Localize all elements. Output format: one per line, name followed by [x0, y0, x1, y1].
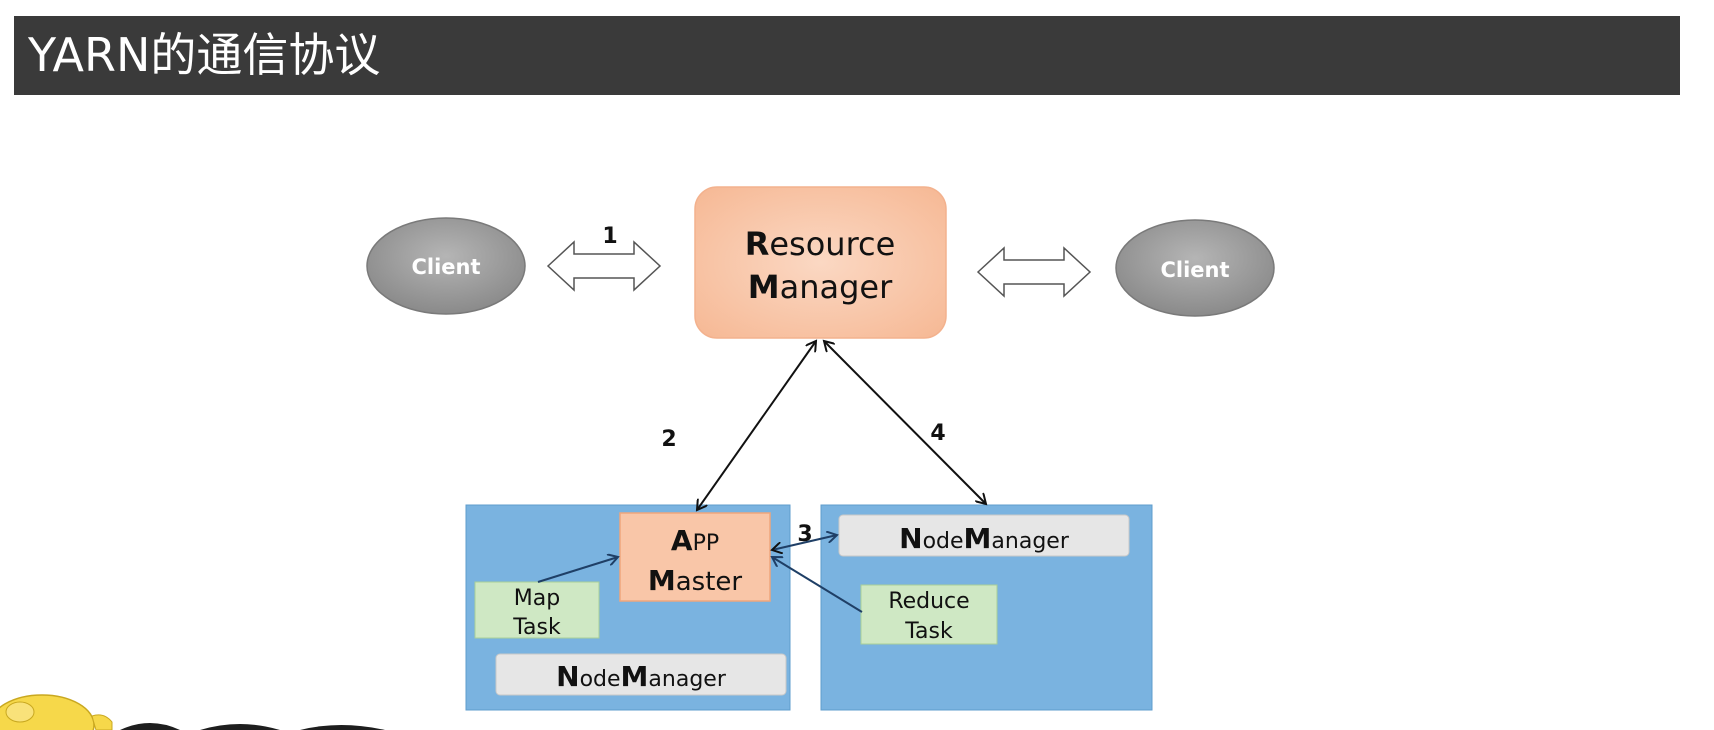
client-left: Client — [366, 217, 526, 315]
resource-manager-line1: Resource — [745, 225, 896, 263]
client-right-label: Client — [1160, 258, 1229, 282]
app-master-line1: APP — [671, 524, 719, 557]
client-left-label: Client — [411, 255, 480, 279]
hadoop-elephant-logo — [0, 694, 385, 730]
node-manager-right: NodeManager — [838, 514, 1130, 557]
protocol-arrow-2 — [697, 341, 816, 510]
double-arrow-right — [976, 246, 1092, 298]
protocol-arrow-3 — [772, 535, 837, 550]
node-manager-left: NodeManager — [495, 653, 787, 696]
reduce-task-line1: Reduce — [888, 589, 969, 614]
app-master-box: APP Master — [619, 512, 771, 602]
double-arrow-left — [546, 240, 662, 292]
map-task-line1: Map — [514, 586, 560, 611]
node-manager-left-label: NodeManager — [556, 660, 727, 693]
reduce-task-line2: Task — [904, 619, 953, 644]
map-to-appmaster-arrow — [537, 557, 618, 583]
client-right: Client — [1115, 219, 1275, 317]
protocol-label-2: 2 — [661, 427, 676, 452]
resource-manager-line2: Manager — [748, 268, 893, 306]
protocol-label-4: 4 — [930, 421, 945, 446]
reduce-to-appmaster-arrow — [772, 557, 863, 613]
protocol-label-1: 1 — [602, 224, 617, 249]
map-task-line2: Task — [512, 615, 561, 640]
slide-title: YARN的通信协议 — [14, 16, 1680, 95]
protocol-label-3: 3 — [797, 522, 812, 547]
resource-manager-box: Resource Manager — [694, 186, 947, 339]
app-master-line2: Master — [648, 564, 743, 597]
map-task-box: Map Task — [474, 581, 600, 640]
node-manager-right-label: NodeManager — [899, 522, 1070, 555]
protocol-arrow-4 — [824, 341, 986, 504]
reduce-task-box: Reduce Task — [860, 584, 998, 645]
